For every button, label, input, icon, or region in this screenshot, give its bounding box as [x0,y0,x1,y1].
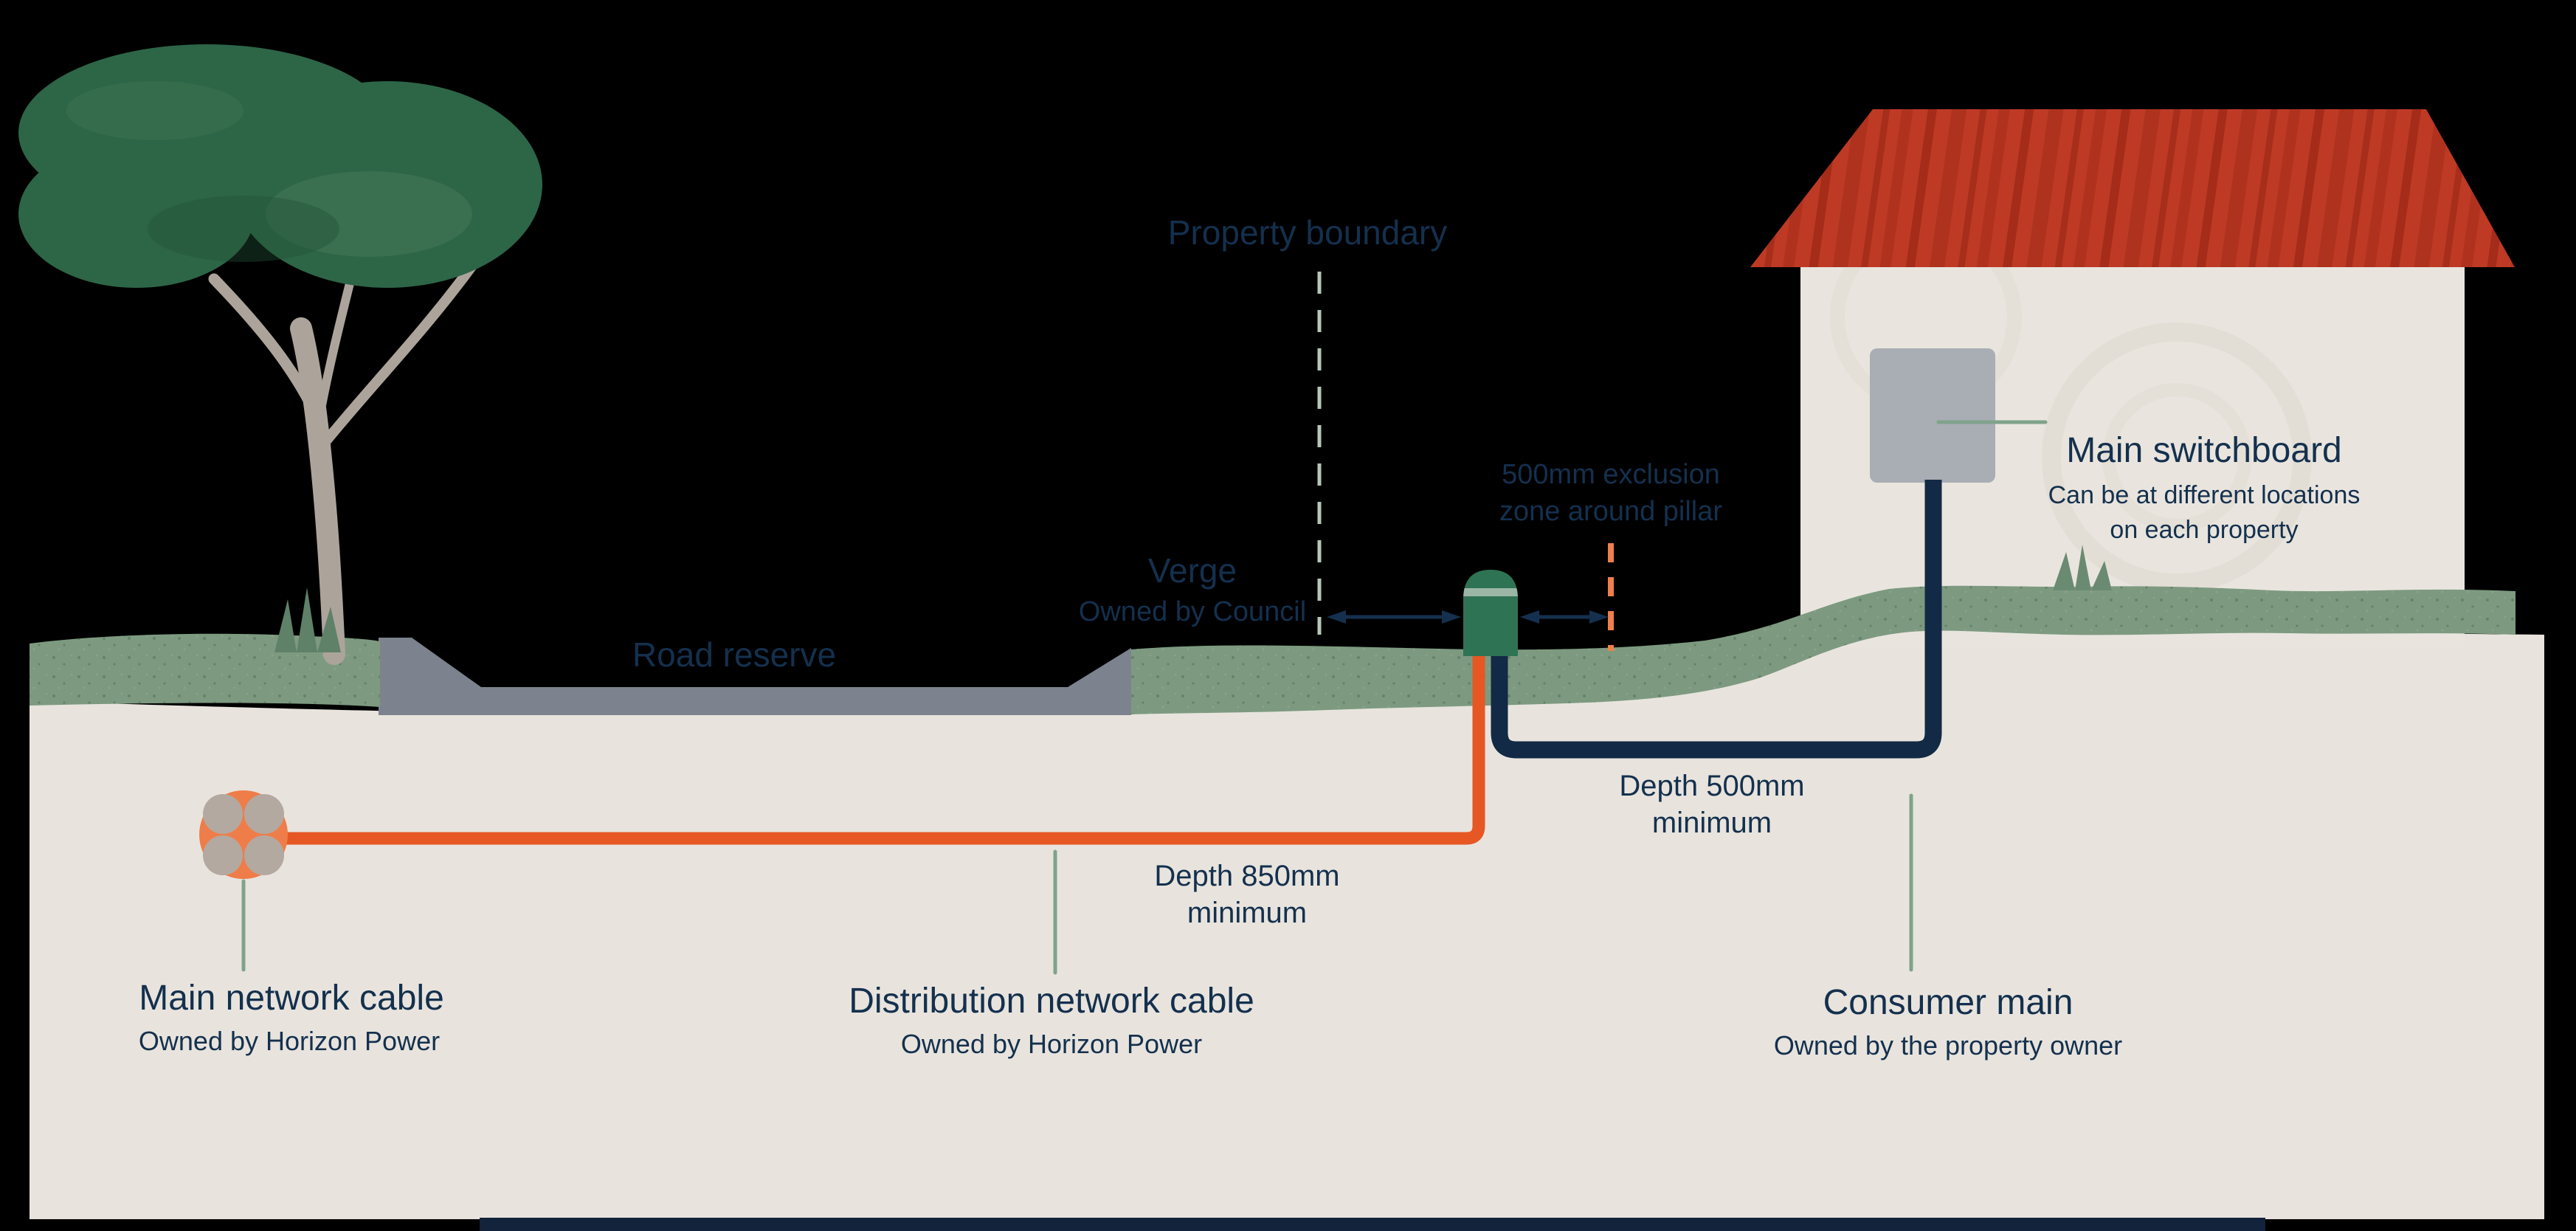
exclusion-arrow [1520,610,1609,624]
grass-tuft-tree [274,587,341,652]
distribution-network-cable-subtitle: Owned by Horizon Power [900,1029,1203,1059]
road-reserve-label: Road reserve [632,635,837,674]
green-dome-pillar [1463,570,1518,656]
tree-trunk [208,261,477,665]
house-roof-texture [1750,109,2515,267]
switchboard-box [1870,348,1995,483]
exclusion-zone-label: 500mm exclusion zone around pillar [1499,459,1723,528]
distribution-cable-orange [282,648,1485,845]
property-boundary-label: Property boundary [1167,213,1448,252]
main-switchboard-title: Main switchboard [2066,431,2342,470]
leader-lines [241,420,2048,975]
road-kerb-right [1068,648,1131,715]
verge-subtitle: Owned by Council [1078,596,1307,627]
main-network-cable-title: Main network cable [139,979,444,1018]
road-kerb-left [379,638,481,715]
consumer-main-cable-navy [1491,480,1942,759]
underground-soil [30,630,2544,1219]
pillar-band [1463,588,1518,596]
consumer-main-subtitle: Owned by the property owner [1773,1030,2123,1061]
main-network-cable-icon [199,790,288,879]
grass-tuft-lawn [2053,545,2112,590]
verge-arrow [1327,610,1461,624]
distribution-network-cable-title: Distribution network cable [849,982,1254,1021]
main-network-cable-subtitle: Owned by Horizon Power [138,1026,441,1056]
main-switchboard-subtitle: Can be at different locations on each pr… [2048,481,2361,544]
depth-850-label: Depth 850mm minimum [1154,860,1340,929]
road-surface [443,687,1077,715]
bottom-strip [480,1218,2265,1231]
tree-canopy [18,44,542,288]
verge-title: Verge [1147,551,1237,590]
depth-500-label: Depth 500mm minimum [1619,770,1805,839]
consumer-main-title: Consumer main [1823,983,2073,1022]
